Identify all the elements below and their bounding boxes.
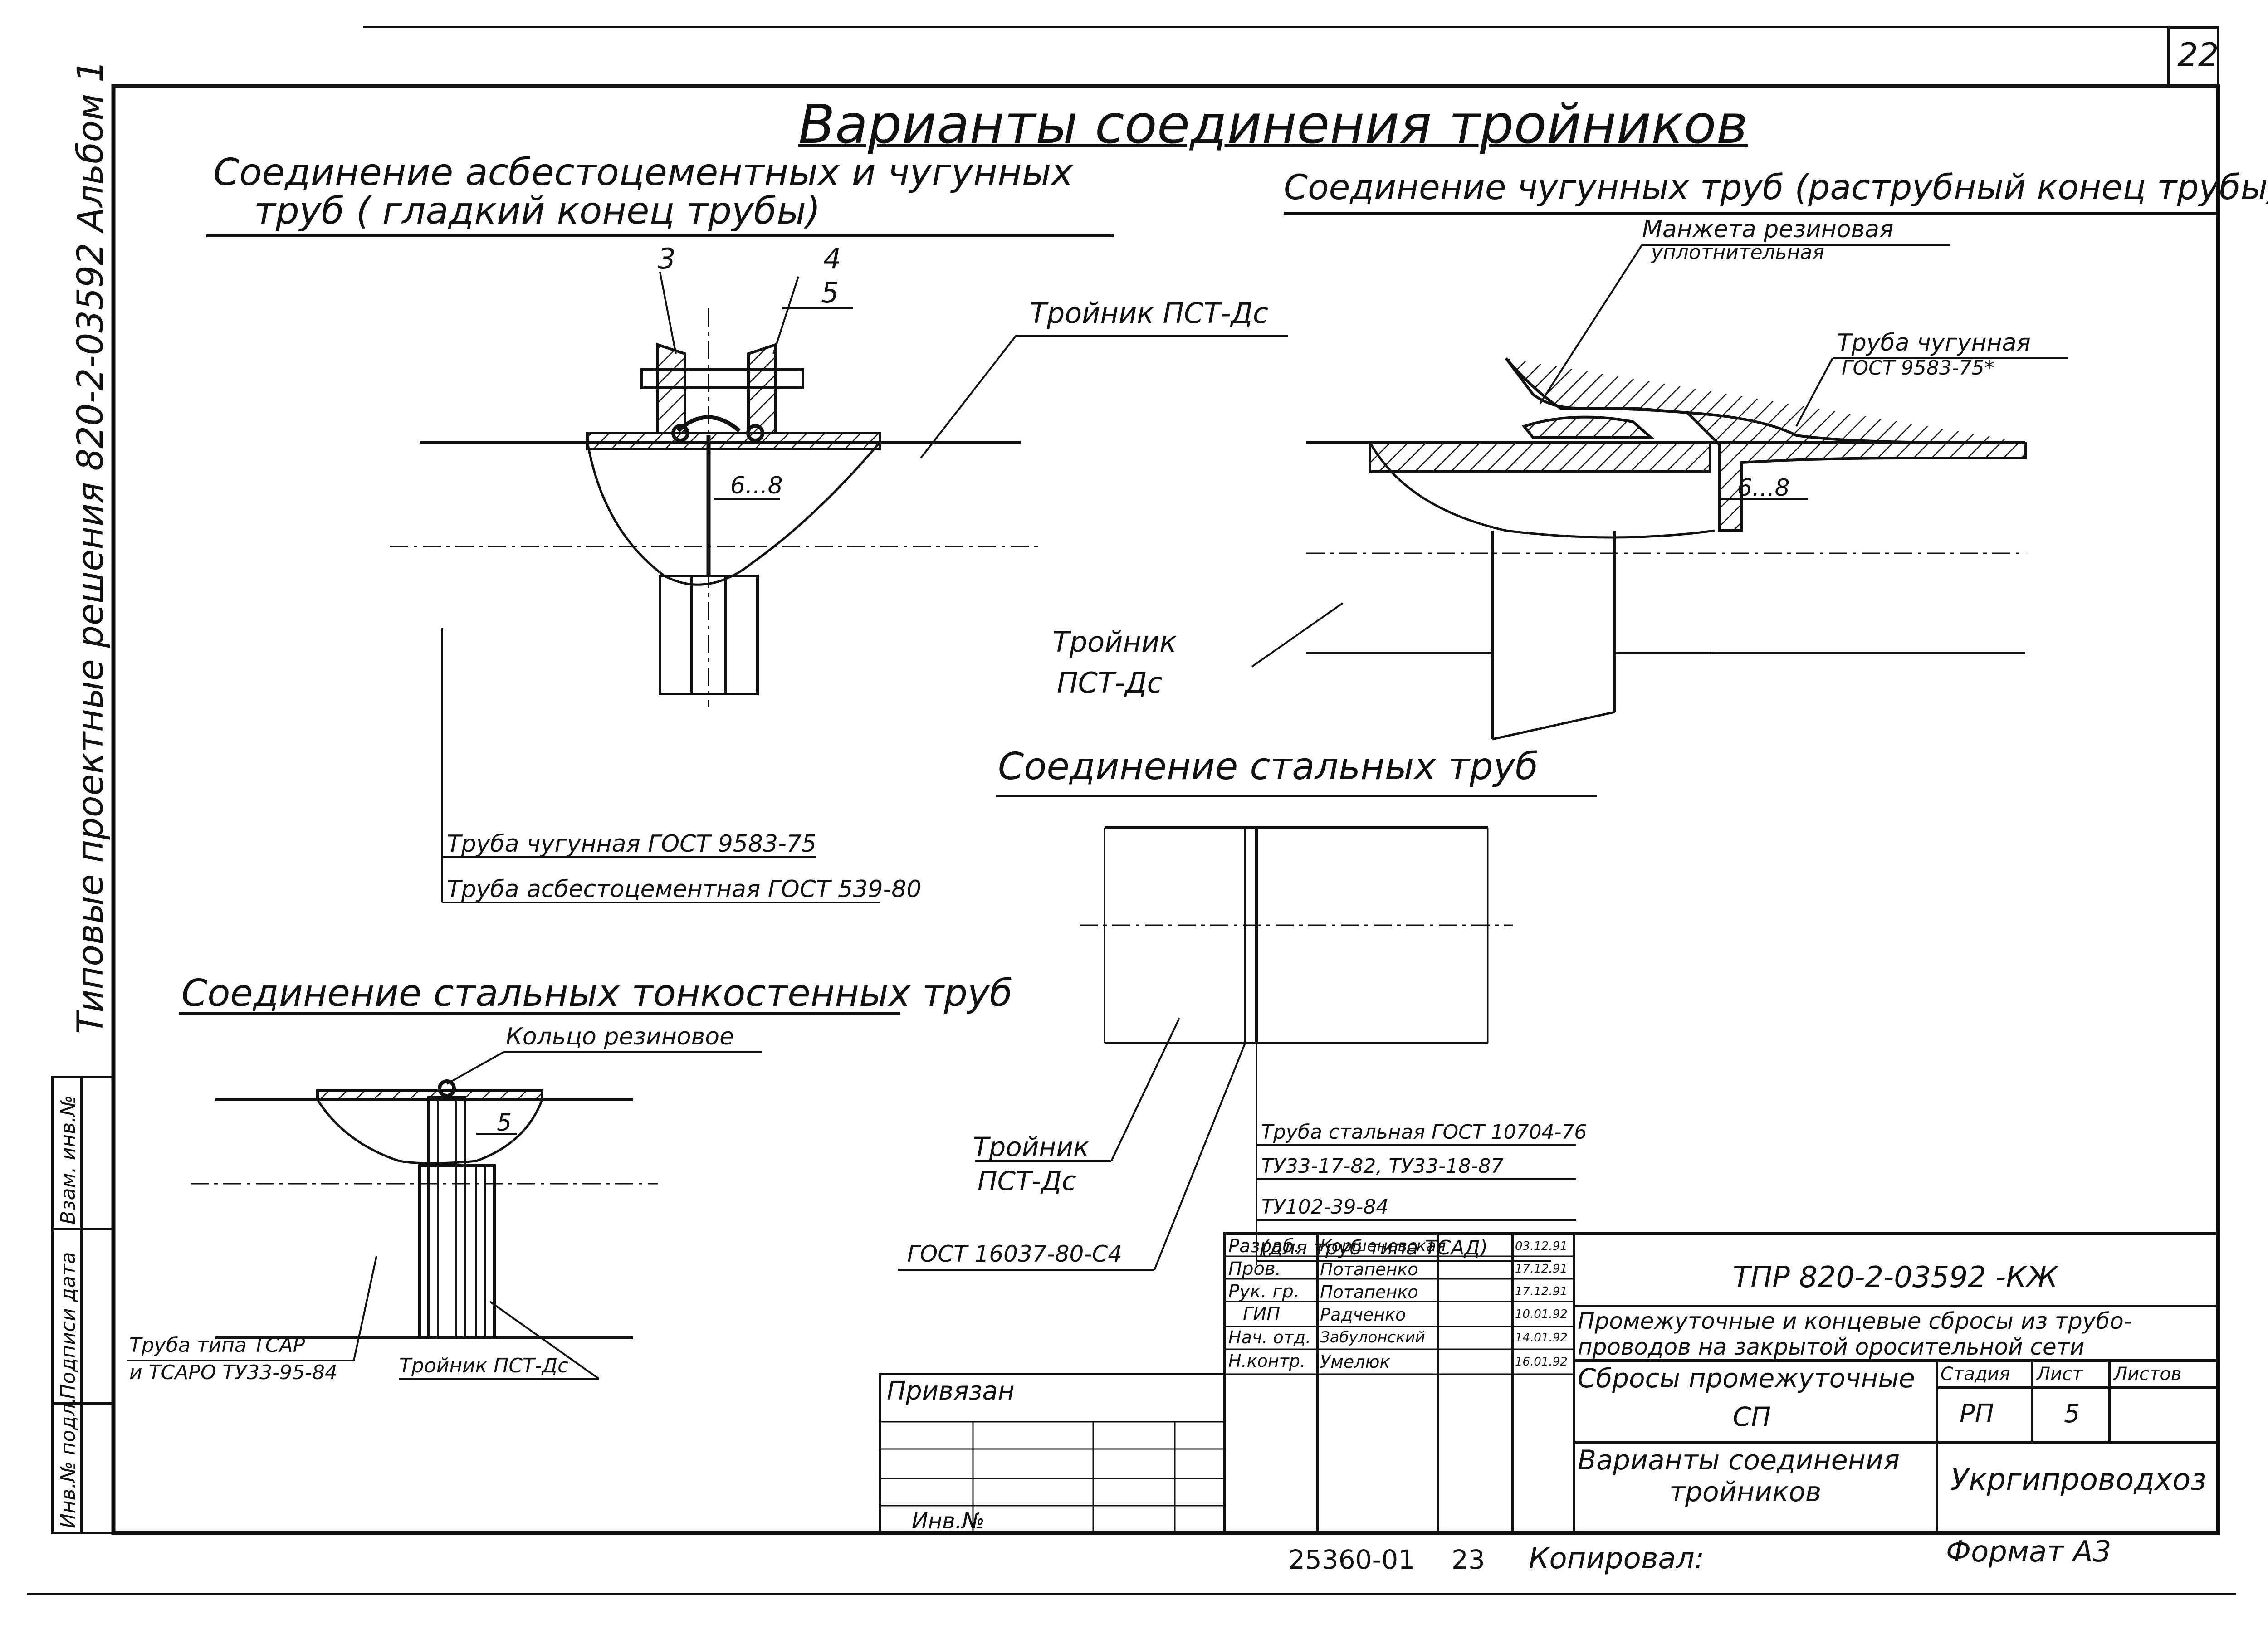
- steel-gost: ГОСТ 16037-80-С4: [907, 1241, 1123, 1267]
- tb-name-4: Забулонский: [1320, 1328, 1425, 1346]
- joint-thin-drawing: [127, 1051, 762, 1380]
- tb-sheet-label: Лист: [2037, 1364, 2083, 1385]
- thin-ring: Кольцо резиновое: [506, 1023, 734, 1050]
- tb-project-1: Промежуточные и концевые сбросы из трубо…: [1578, 1308, 2132, 1334]
- thin-pipe-1: Труба типа ТСАР: [129, 1334, 305, 1357]
- thin-pipe-2: и ТСАРО ТУ33-95-84: [129, 1361, 337, 1384]
- asbestos-title-2: труб ( гладкий конец трубы): [254, 190, 821, 233]
- tb-date-4: 14.01.92: [1515, 1331, 1568, 1345]
- steel-pipe-2: ТУ33-17-82, ТУ33-18-87: [1261, 1155, 1504, 1178]
- tb-drawing-1: Сбросы промежуточные: [1578, 1363, 1915, 1394]
- tb-role-2: Рук. гр.: [1228, 1281, 1300, 1302]
- tb-date-0: 03.12.91: [1515, 1239, 1568, 1253]
- tb-stage: РП: [1960, 1399, 1994, 1429]
- callout-5: 5: [821, 276, 839, 309]
- joint-asbestos-drawing: [390, 272, 1288, 903]
- tb-linked: Привязан: [887, 1376, 1015, 1406]
- tb-role-4: Нач. отд.: [1228, 1327, 1311, 1347]
- title-block-grid: [879, 1232, 2219, 1534]
- tb-name-3: Радченко: [1320, 1305, 1406, 1325]
- footer-page: 23: [1452, 1544, 1485, 1575]
- tb-role-0: Разраб.: [1228, 1236, 1300, 1257]
- steel-pipe-1: Труба стальная ГОСТ 10704-76: [1261, 1121, 1587, 1144]
- callout-4: 4: [823, 242, 841, 275]
- tb-project-2: проводов на закрытой оросительной сети: [1578, 1334, 2085, 1360]
- side-label: Типовые проектные решения 820-2-03592 Ал…: [70, 60, 111, 1034]
- tb-name-1: Потапенко: [1320, 1259, 1418, 1279]
- tb-doc-code: ТПР 820-2-03592 -КЖ: [1733, 1261, 2058, 1294]
- footer-copied: Копировал:: [1529, 1542, 1705, 1575]
- cast-iron-cuff-1: Манжета резиновая: [1642, 216, 1894, 243]
- cast-iron-cuff-2: уплотнительная: [1651, 241, 1824, 264]
- steel-title: Соединение стальных труб: [998, 745, 1539, 788]
- sheet-number: 22: [2177, 36, 2219, 74]
- asbestos-tee-label: Тройник ПСТ-Дс: [1030, 297, 1269, 330]
- steel-pipe-4: (для труб типа ТСАД): [1261, 1236, 1488, 1259]
- thin-title: Соединение стальных тонкостенных труб: [181, 972, 1013, 1015]
- cast-iron-title: Соединение чугунных труб (раструбный кон…: [1284, 167, 2268, 207]
- tb-date-5: 16.01.92: [1515, 1355, 1568, 1369]
- tb-sheets-label: Листов: [2114, 1364, 2182, 1385]
- tb-date-3: 10.01.92: [1515, 1307, 1568, 1321]
- asbestos-pipe-cast: Труба чугунная ГОСТ 9583-75: [447, 830, 817, 858]
- cast-iron-gap: 6...8: [1737, 474, 1790, 502]
- footer-format: Формат А3: [1946, 1535, 2112, 1569]
- tb-name-0: Коршеневская: [1320, 1237, 1446, 1255]
- tb-org: Укргипроводхоз: [1950, 1462, 2207, 1497]
- tb-name-2: Потапенко: [1320, 1282, 1418, 1302]
- cast-iron-tee-1: Тройник: [1052, 625, 1177, 658]
- tb-sheet-title-2: тройников: [1669, 1476, 1822, 1508]
- steel-pipe-3: ТУ102-39-84: [1261, 1195, 1389, 1219]
- tb-role-1: Пров.: [1228, 1258, 1281, 1279]
- joint-steel-drawing: [898, 826, 1576, 1271]
- tb-inv: Инв.№: [912, 1508, 985, 1534]
- tb-name-5: Умелюк: [1320, 1352, 1390, 1372]
- cast-iron-pipe-2: ГОСТ 9583-75*: [1842, 356, 1994, 380]
- cast-iron-pipe-1: Труба чугунная: [1837, 329, 2031, 356]
- side-stamp-sign: Подписи дата: [57, 1252, 80, 1399]
- side-stamp-inv: Инв.№ подл.: [57, 1397, 80, 1528]
- tb-sheet-title-1: Варианты соединения: [1578, 1444, 1900, 1476]
- asbestos-gap: 6...8: [730, 472, 783, 499]
- steel-tee-1: Тройник: [973, 1132, 1090, 1162]
- cast-iron-tee-2: ПСТ-Дс: [1057, 666, 1163, 699]
- tb-sheet: 5: [2064, 1399, 2080, 1429]
- steel-tee-2: ПСТ-Дс: [978, 1166, 1076, 1196]
- tb-stage-label: Стадия: [1941, 1364, 2010, 1385]
- thin-tee: Тройник ПСТ-Дс: [399, 1354, 569, 1377]
- callout-3: 3: [658, 242, 676, 275]
- main-title: Варианты соединения тройников: [798, 93, 1748, 156]
- side-stamp-replace: Взам. инв.№: [57, 1095, 80, 1224]
- side-stamp-grid: [51, 1076, 115, 1534]
- thin-dim: 5: [497, 1109, 512, 1136]
- tb-date-1: 17.12.91: [1515, 1262, 1568, 1276]
- asbestos-pipe-asbestos: Труба асбестоцементная ГОСТ 539-80: [447, 876, 922, 903]
- asbestos-title-1: Соединение асбестоцементных и чугунных: [213, 151, 1074, 194]
- tb-drawing-2: СП: [1733, 1401, 1771, 1432]
- joint-cast-iron-drawing: [1251, 244, 2068, 741]
- tb-date-2: 17.12.91: [1515, 1285, 1568, 1298]
- tb-role-3: ГИП: [1243, 1304, 1281, 1325]
- tb-role-5: Н.контр.: [1228, 1351, 1306, 1371]
- footer-order: 25360-01: [1288, 1544, 1415, 1575]
